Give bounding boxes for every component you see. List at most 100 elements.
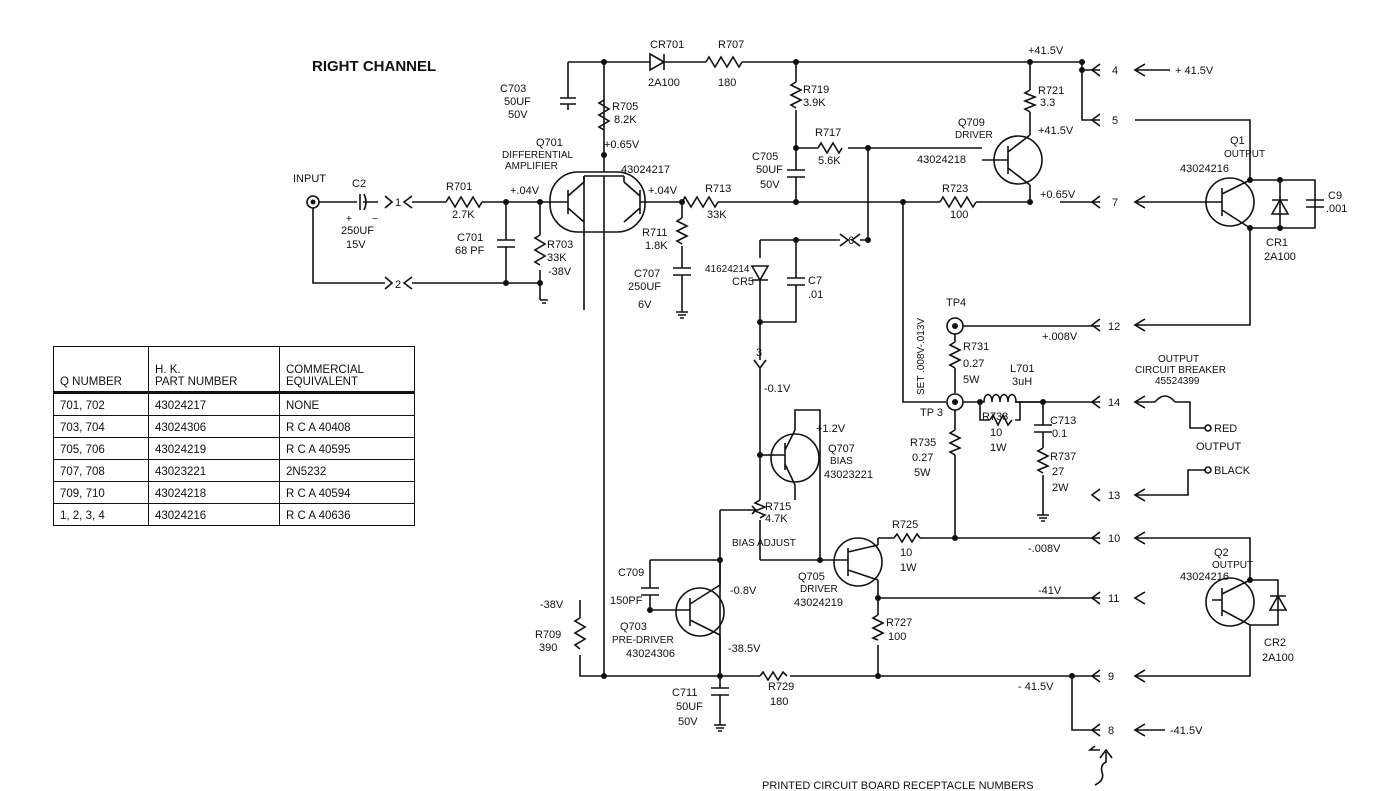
svg-text:R711: R711 xyxy=(642,227,667,239)
table-cell: R C A 40408 xyxy=(279,415,415,438)
svg-text:-41V: -41V xyxy=(1038,585,1062,597)
svg-text:43023221: 43023221 xyxy=(824,469,873,481)
svg-text:12: 12 xyxy=(1108,321,1120,333)
svg-text:CR701: CR701 xyxy=(650,39,684,51)
table-header-cell: H. K.PART NUMBER xyxy=(148,346,280,394)
svg-text:43024216: 43024216 xyxy=(1180,571,1229,583)
svg-text:-38V: -38V xyxy=(540,599,564,611)
resistor-r709 xyxy=(573,617,587,650)
svg-text:DRIVER: DRIVER xyxy=(800,584,838,595)
transistor-q707 xyxy=(770,429,820,486)
diode-cr1 xyxy=(1270,198,1290,215)
svg-text:50UF: 50UF xyxy=(676,701,703,713)
svg-text:R713: R713 xyxy=(705,183,731,195)
svg-text:43024306: 43024306 xyxy=(626,648,675,660)
svg-text:RED: RED xyxy=(1214,423,1237,435)
svg-text:C711: C711 xyxy=(672,687,697,699)
svg-text:6V: 6V xyxy=(638,299,652,311)
svg-text:2A100: 2A100 xyxy=(1262,652,1294,664)
resistor-r719 xyxy=(789,81,803,109)
resistor-r725 xyxy=(893,532,921,544)
svg-text:43024216: 43024216 xyxy=(1180,163,1229,175)
svg-text:.01: .01 xyxy=(808,289,823,301)
svg-text:10: 10 xyxy=(900,547,912,559)
svg-text:PRE-DRIVER: PRE-DRIVER xyxy=(612,635,674,646)
transistor-q701 xyxy=(549,171,646,233)
table-cell: 703, 704 xyxy=(53,415,149,438)
svg-text:OUTPUT: OUTPUT xyxy=(1158,354,1199,365)
components xyxy=(445,52,1290,682)
resistor-r711 xyxy=(675,217,689,245)
table-cell: 43024219 xyxy=(148,437,280,460)
receptacle-markers xyxy=(384,63,1165,737)
table-cell: 43024306 xyxy=(148,415,280,438)
svg-text:BIAS ADJUST: BIAS ADJUST xyxy=(732,538,796,549)
svg-text:BLACK: BLACK xyxy=(1214,465,1251,477)
transistor-q2 xyxy=(1205,577,1255,627)
table-cell: 43024217 xyxy=(148,392,280,416)
resistor-r733 xyxy=(989,413,1013,427)
resistor-r717 xyxy=(817,141,843,155)
svg-text:43024217: 43024217 xyxy=(621,164,670,176)
svg-text:8.2K: 8.2K xyxy=(614,114,637,126)
resistor-r701 xyxy=(445,195,483,209)
svg-text:100: 100 xyxy=(950,209,968,221)
svg-text:R703: R703 xyxy=(547,239,573,251)
svg-text:+41.5V: +41.5V xyxy=(1038,125,1074,137)
svg-text:R725: R725 xyxy=(892,519,918,531)
svg-text:C9: C9 xyxy=(1328,190,1342,202)
resistor-r729 xyxy=(759,670,788,682)
svg-text:9: 9 xyxy=(1108,671,1114,683)
svg-text:Q707: Q707 xyxy=(828,443,855,455)
svg-text:45524399: 45524399 xyxy=(1155,376,1200,387)
svg-text:TP4: TP4 xyxy=(946,297,966,309)
resistor-r723 xyxy=(939,195,977,209)
svg-text:4: 4 xyxy=(1112,65,1118,77)
svg-text:R717: R717 xyxy=(815,127,841,139)
svg-text:C709: C709 xyxy=(618,567,644,579)
svg-text:R715: R715 xyxy=(765,501,791,513)
svg-text:-41.5V: -41.5V xyxy=(1170,725,1203,737)
svg-text:-38V: -38V xyxy=(548,266,572,278)
svg-text:.001: .001 xyxy=(1326,203,1347,215)
svg-text:Q705: Q705 xyxy=(798,571,825,583)
table-cell: 707, 708 xyxy=(53,459,149,482)
svg-text:OUTPUT: OUTPUT xyxy=(1212,560,1253,571)
table-cell: NONE xyxy=(279,392,415,416)
resistor-r713 xyxy=(681,195,719,209)
table-cell: 43024218 xyxy=(148,481,280,504)
svg-text:C701: C701 xyxy=(457,232,483,244)
svg-text:1.8K: 1.8K xyxy=(645,240,668,252)
table-cell: 705, 706 xyxy=(53,437,149,460)
svg-text:50UF: 50UF xyxy=(504,96,531,108)
svg-text:5W: 5W xyxy=(963,374,980,386)
svg-text:3uH: 3uH xyxy=(1012,376,1032,388)
resistor-r715 xyxy=(752,499,768,519)
svg-text:R709: R709 xyxy=(535,629,561,641)
svg-text:R701: R701 xyxy=(446,181,472,193)
svg-text:C2: C2 xyxy=(352,178,366,190)
svg-text:C707: C707 xyxy=(634,268,660,280)
svg-text:- 41.5V: - 41.5V xyxy=(1018,681,1054,693)
svg-text:-0.8V: -0.8V xyxy=(730,585,757,597)
svg-text:AMPLIFIER: AMPLIFIER xyxy=(505,161,558,172)
transistor-q1 xyxy=(1205,177,1255,229)
svg-text:+.008V: +.008V xyxy=(1042,331,1078,343)
svg-text:2A100: 2A100 xyxy=(1264,251,1296,263)
resistor-r727 xyxy=(871,614,885,641)
transistor-q705 xyxy=(832,537,883,587)
svg-text:+41.5V: +41.5V xyxy=(1028,45,1064,57)
svg-text:−: − xyxy=(372,214,378,225)
labels: INPUT C2 +− 250UF 15V 1 2 R701 2.7K C701… xyxy=(293,39,1347,791)
svg-text:4.7K: 4.7K xyxy=(765,513,788,525)
svg-text:TP 3: TP 3 xyxy=(920,407,943,419)
svg-text:3: 3 xyxy=(756,347,762,359)
resistor-r705 xyxy=(597,99,611,131)
svg-text:R731: R731 xyxy=(963,341,989,353)
inductor-l701 xyxy=(980,393,1043,403)
